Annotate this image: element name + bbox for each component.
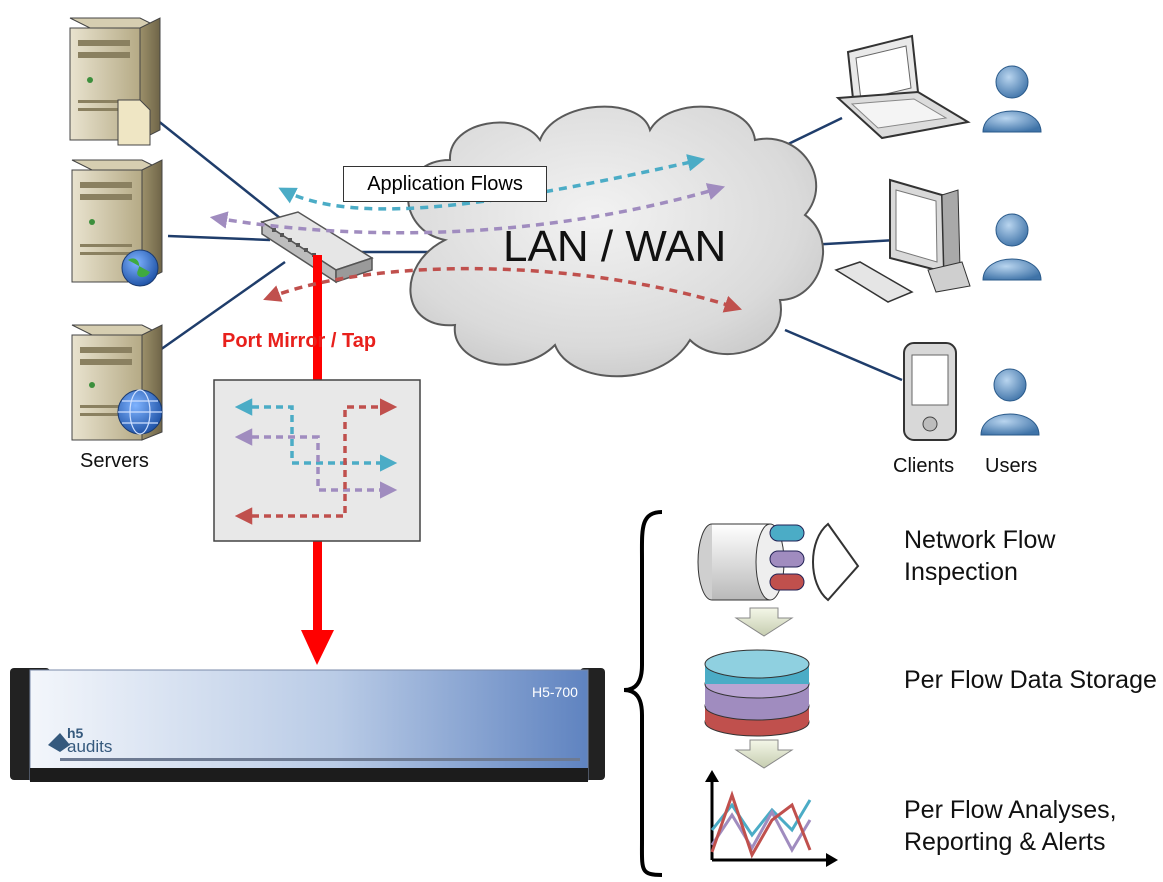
link-laptop (779, 116, 843, 150)
application-flows-text: Application Flows (367, 172, 523, 195)
pipeline-brace (623, 510, 663, 877)
pipeline-step-analyses: Per Flow Analyses, Reporting & Alerts (904, 796, 1117, 856)
server-3 (71, 324, 163, 441)
down-arrow-1 (734, 607, 794, 637)
user-icon-2 (982, 213, 1042, 281)
flow-red (263, 266, 742, 313)
flow-purple (209, 183, 726, 235)
line-chart-icon (705, 770, 838, 867)
down-arrow-2 (734, 739, 794, 769)
user-icon-1 (982, 65, 1042, 133)
user-icon-3 (980, 368, 1040, 436)
link-server-3 (159, 260, 286, 352)
pipeline-step-storage: Per Flow Data Storage (904, 666, 1157, 694)
vent-grille (60, 758, 580, 761)
desktop-computer-icon (834, 178, 971, 303)
lan-wan-label: LAN / WAN (503, 222, 727, 271)
document-icon (117, 99, 151, 146)
appliance-model-label: H5-700 (532, 684, 578, 700)
link-server-1 (151, 115, 286, 223)
servers-label: Servers (80, 450, 149, 472)
keyboard-icon (834, 261, 914, 303)
database-stack-icon (704, 649, 810, 737)
server-2 (71, 159, 163, 287)
h5-logo-icon (48, 733, 70, 752)
h5-700-appliance (10, 668, 605, 782)
port-mirror-box (213, 379, 421, 542)
pda-icon (903, 342, 957, 441)
brand-logo-bottom: audits (67, 737, 113, 756)
web-globe-icon (117, 389, 163, 435)
clients-label: Clients (893, 455, 955, 477)
lens-icon (812, 522, 860, 602)
application-flows-label: Application Flows (343, 166, 547, 202)
brand-logo-top: h5 (67, 725, 84, 741)
application-flow-arrows (209, 154, 742, 313)
link-pda (784, 328, 903, 382)
port-mirror-label: Port Mirror / Tap (222, 330, 377, 352)
cable-bundle-icon (697, 522, 860, 602)
users-label: Users (985, 455, 1038, 477)
tap-line (301, 255, 334, 665)
laptop-icon (835, 34, 971, 140)
server-1 (69, 17, 161, 146)
link-server-2 (167, 234, 271, 242)
pipeline-step-inspection: Network Flow Inspection (904, 526, 1056, 586)
